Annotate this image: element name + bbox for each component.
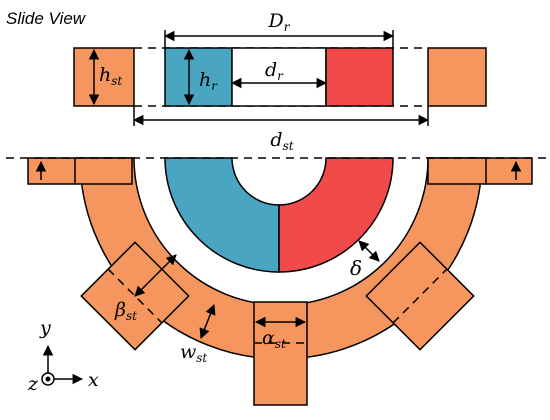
left-stator-block [73,47,135,107]
cross-section-view: δ βst wst αst [6,157,546,406]
beta-dimension-arrow [134,254,177,297]
dr-inner-label: dr [265,59,284,83]
magnet-red-half [278,157,394,273]
dst-label: dst [270,129,293,153]
magnet-blue-half [164,157,280,273]
magnet-blue-section [164,47,233,107]
coordinate-axes: y x z [27,317,99,395]
stator-tooth-right [365,241,475,351]
wst-dimension-arrow [199,304,216,339]
magnet-center-gap [231,47,327,107]
stator-tooth-top-left [27,157,133,185]
beta-label: βst [114,299,137,323]
top-view: Dr hst hr dr dst [73,10,487,153]
hst-label: hst [99,64,122,88]
hr-label: hr [199,69,218,93]
stator-tooth-bottom [253,301,308,406]
delta-dimension-arrow [358,240,380,262]
z-axis-label: z [27,373,39,395]
x-axis-label: x [88,369,99,391]
right-stator-block [427,47,487,107]
title: Slide View [6,9,87,28]
y-axis-label: y [39,317,51,339]
wst-label: wst [180,341,207,365]
dr-outer-label: Dr [268,10,291,34]
alpha-label: αst [262,327,286,351]
magnet-red-section [325,47,394,107]
delta-label: δ [350,256,362,280]
